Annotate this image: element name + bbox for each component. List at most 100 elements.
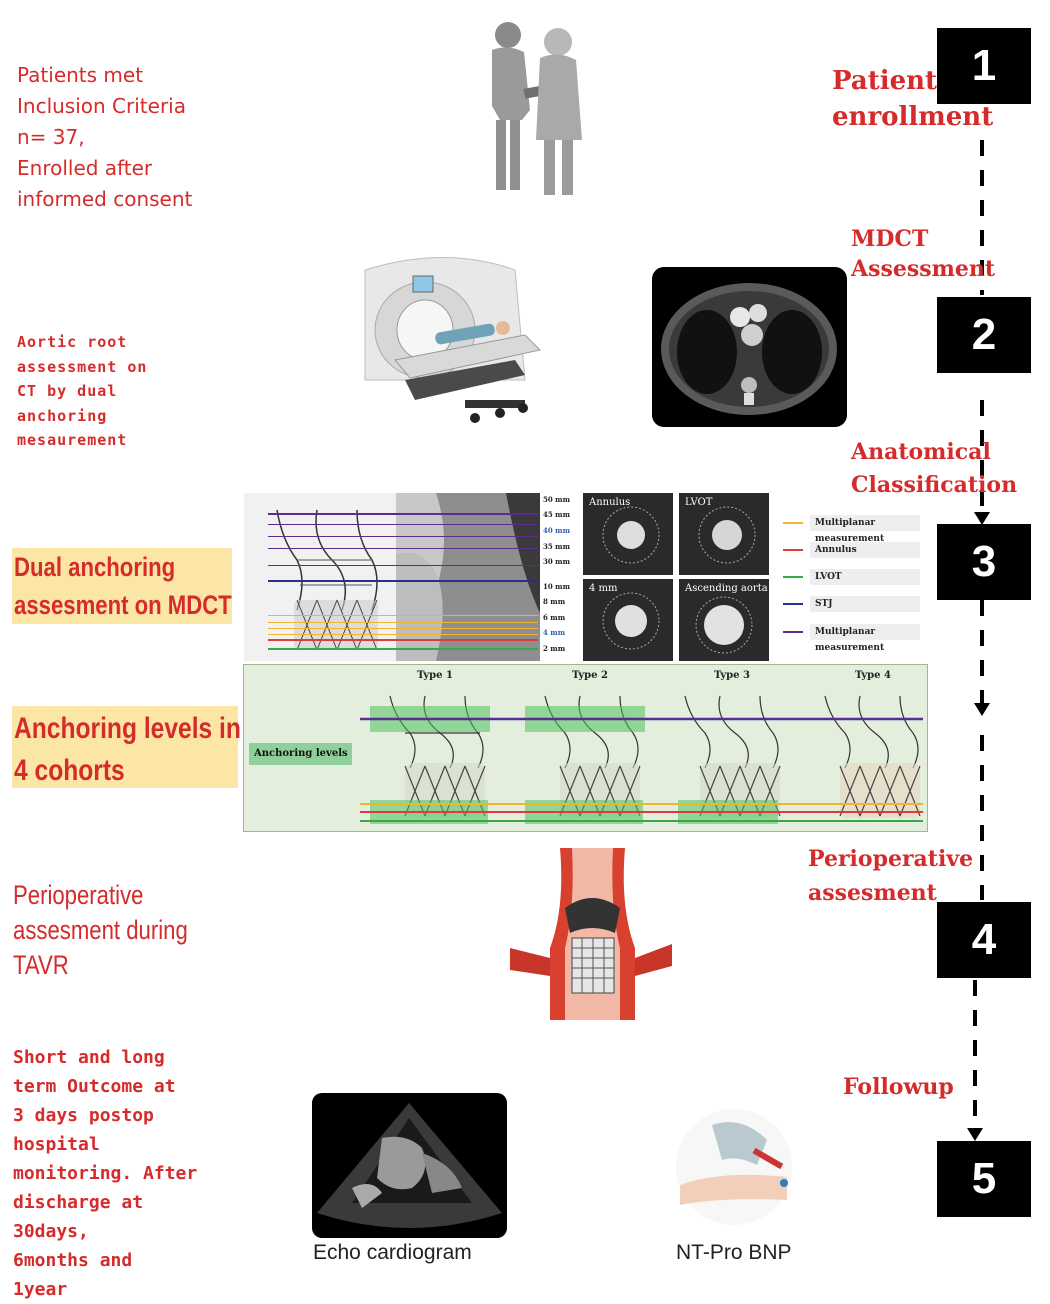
ct-panel-ascending-aorta: Ascending aorta (679, 579, 769, 661)
ct-panel-label: Ascending aorta (685, 583, 768, 594)
anchoring-levels-line: 4 cohorts (14, 750, 241, 792)
mm-label: 2 mm (543, 644, 565, 653)
step-label-line: assesment (808, 876, 973, 910)
dual-anchoring-line: assesment on MDCT (14, 586, 232, 624)
outcome-line: monitoring. After (13, 1159, 197, 1188)
step-label-line: MDCT (851, 224, 995, 254)
outcome-line: 3 days postop (13, 1101, 197, 1130)
mm-label: 4 mm (543, 628, 565, 637)
step-label-line: Anatomical (851, 436, 1017, 469)
type-4-label: Type 4 (855, 670, 891, 681)
aortic-root-line: assessment on (17, 355, 147, 380)
step-label-line: enrollment (832, 102, 993, 132)
ct-panel-label: Annulus (589, 497, 630, 508)
outcome-line: 30days, (13, 1217, 197, 1246)
step-label-line: Perioperative (808, 842, 973, 876)
cohort-valves-drawing (360, 688, 925, 828)
level-line-8mm (268, 615, 538, 616)
mm-label: 8 mm (543, 597, 565, 606)
level-line-30mm (268, 565, 538, 566)
mm-label: 30 mm (543, 557, 570, 566)
dual-anchoring-line: Dual anchoring (14, 548, 232, 586)
perioperative-line: assesment during (13, 913, 188, 948)
nurse-patient-illustration (470, 10, 610, 200)
tavr-aorta-illustration (510, 848, 675, 1020)
ct-scanner-illustration (325, 250, 555, 440)
enrollment-line: Inclusion Criteria (17, 91, 192, 122)
echo-caption: Echo cardiogram (313, 1241, 472, 1265)
level-line-50mm (268, 513, 538, 515)
ct-coronal-image (396, 493, 540, 661)
bnp-caption: NT-Pro BNP (676, 1241, 792, 1265)
aortic-root-line: anchoring (17, 404, 147, 429)
step-3-label: Anatomical Classification (851, 436, 1017, 502)
aortic-root-line: mesaurement (17, 428, 147, 453)
step-5-box: 5 (937, 1141, 1031, 1217)
enrollment-line: Enrolled after (17, 153, 192, 184)
mm-label: 40 mm (543, 526, 570, 535)
legend-swatch (783, 549, 803, 551)
ct-panel-4mm: 4 mm (583, 579, 673, 661)
outcome-line: term Outcome at (13, 1072, 197, 1101)
dual-anchoring-text: Dual anchoring assesment on MDCT (14, 548, 280, 624)
anchoring-levels-tag: Anchoring levels (249, 743, 352, 765)
legend-label: Annulus (810, 542, 920, 558)
step-label-line: Assessment (851, 254, 995, 284)
step-label-line: Classification (851, 469, 1017, 502)
level-line-40mm (268, 536, 538, 537)
step-2-label: MDCT Assessment (851, 224, 995, 284)
level-line-35mm (268, 548, 538, 549)
aortic-root-text: Aortic root assessment on CT by dual anc… (17, 330, 147, 453)
aortic-root-line: CT by dual (17, 379, 147, 404)
ct-panel-lvot: LVOT (679, 493, 769, 575)
mm-label: 6 mm (543, 613, 565, 622)
level-line-stj (268, 580, 538, 582)
legend-label: Multiplanar measurement (810, 624, 920, 640)
mm-label: 10 mm (543, 582, 570, 591)
outcome-line: 6months and (13, 1246, 197, 1275)
enrollment-text: Patients met Inclusion Criteria n= 37, E… (17, 60, 192, 215)
ct-slice-image (652, 267, 847, 427)
ct-panel-label: 4 mm (589, 583, 618, 594)
mm-label: 35 mm (543, 542, 570, 551)
echo-image (312, 1093, 507, 1238)
legend-label: LVOT (810, 569, 920, 585)
outcome-line: hospital (13, 1130, 197, 1159)
perioperative-line: Perioperative (13, 878, 188, 913)
type-3-label: Type 3 (714, 670, 750, 681)
outcome-line: discharge at (13, 1188, 197, 1217)
anchoring-levels-line: Anchoring levels in (14, 708, 241, 750)
step-label-line: Patient (832, 60, 993, 102)
level-line-6mm (268, 622, 538, 623)
step-5-label: Followup (843, 1072, 954, 1102)
step-2-box: 2 (937, 297, 1031, 373)
level-line-45mm (268, 524, 538, 525)
ct-panel-label: LVOT (685, 497, 712, 508)
step-label-line: Followup (843, 1072, 954, 1102)
step-4-box: 4 (937, 902, 1031, 978)
step-1-label: Patient enrollment (832, 60, 993, 132)
type-1-label: Type 1 (417, 670, 453, 681)
legend-label: Multiplanar measurement (810, 515, 920, 531)
level-line-lvot (268, 648, 538, 650)
ct-panel-annulus: Annulus (583, 493, 673, 575)
step-3-box: 3 (937, 524, 1031, 600)
enrollment-line: Patients met (17, 60, 192, 91)
step-4-label: Perioperative assesment (808, 842, 973, 910)
perioperative-line: TAVR (13, 948, 188, 983)
enrollment-line: n= 37, (17, 122, 192, 153)
type-2-label: Type 2 (572, 670, 608, 681)
outcome-text: Short and long term Outcome at 3 days po… (13, 1043, 197, 1304)
legend-swatch (783, 631, 803, 633)
legend-label: STJ (810, 596, 920, 612)
enrollment-line: informed consent (17, 184, 192, 215)
legend-swatch (783, 522, 803, 524)
level-line-4mm (268, 628, 538, 629)
outcome-line: Short and long (13, 1043, 197, 1072)
perioperative-text: Perioperative assesment during TAVR (13, 878, 226, 983)
legend-swatch (783, 576, 803, 578)
level-line-annulus (268, 639, 538, 641)
blood-draw-illustration (672, 1105, 797, 1230)
mm-label: 45 mm (543, 510, 570, 519)
aortic-root-line: Aortic root (17, 330, 147, 355)
